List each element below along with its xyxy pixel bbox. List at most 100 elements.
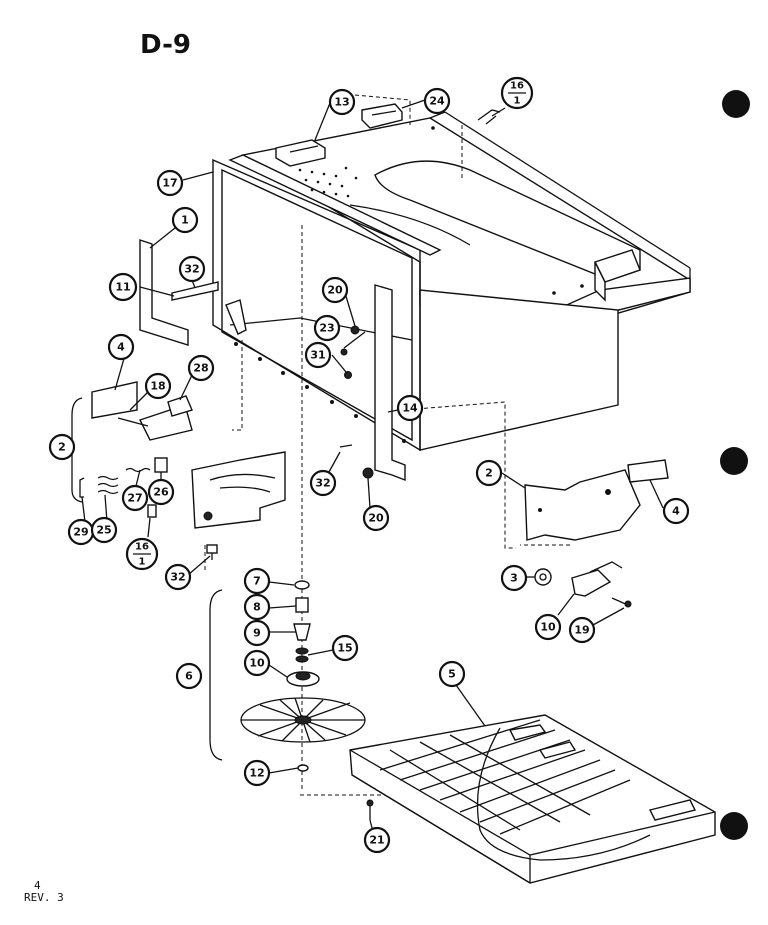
svg-text:8: 8 <box>253 601 261 614</box>
callout-23: 23 <box>313 314 341 342</box>
callout-32-top: 32 <box>178 255 206 283</box>
callout-13: 13 <box>328 88 356 116</box>
callout-12: 12 <box>243 759 271 787</box>
callout-17: 17 <box>156 169 184 197</box>
svg-text:16: 16 <box>135 542 149 553</box>
part-fan-hub-stack <box>286 580 320 687</box>
leader-lines <box>81 99 664 829</box>
callout-15: 15 <box>331 634 359 662</box>
part-side-bracket <box>139 239 189 346</box>
bracket-group-6 <box>209 589 223 761</box>
svg-text:32: 32 <box>315 477 330 490</box>
part-right-switch-plate <box>524 459 669 541</box>
part-fan-blade <box>240 697 366 743</box>
callout-31: 31 <box>304 341 332 369</box>
callout-20-upper: 20 <box>321 276 349 304</box>
svg-text:13: 13 <box>334 96 349 109</box>
binder-hole-top <box>722 90 750 118</box>
svg-text:20: 20 <box>368 512 384 525</box>
part-vertical-strap <box>374 284 406 482</box>
svg-text:21: 21 <box>369 834 384 847</box>
part-terminal-strip <box>361 103 403 129</box>
callout-10-fan: 10 <box>243 649 271 677</box>
svg-text:27: 27 <box>127 492 142 505</box>
svg-text:2: 2 <box>485 467 493 480</box>
svg-text:17: 17 <box>162 177 177 190</box>
part-fan-nut <box>297 764 309 772</box>
callout-32-bottom: 32 <box>164 563 192 591</box>
svg-text:24: 24 <box>429 95 445 108</box>
binder-hole-bottom <box>720 812 748 840</box>
part-drip-tray <box>349 714 716 884</box>
svg-text:31: 31 <box>310 349 325 362</box>
callout-8: 8 <box>243 593 271 621</box>
callout-16-1-top: 16 1 <box>500 76 534 110</box>
svg-text:1: 1 <box>139 557 146 568</box>
callout-2-right: 2 <box>475 459 503 487</box>
svg-text:19: 19 <box>574 624 589 637</box>
callout-20-lower: 20 <box>362 504 390 532</box>
svg-text:28: 28 <box>193 362 208 375</box>
part-left-latch-assembly <box>191 451 286 529</box>
callout-27: 27 <box>121 484 149 512</box>
svg-text:3: 3 <box>510 572 518 585</box>
svg-text:1: 1 <box>514 96 521 107</box>
callout-29: 29 <box>67 518 95 546</box>
svg-text:2: 2 <box>58 441 66 454</box>
svg-text:4: 4 <box>117 341 125 354</box>
callout-25: 25 <box>90 516 118 544</box>
part-connector-block <box>275 139 326 167</box>
callout-3: 3 <box>500 564 528 592</box>
svg-text:32: 32 <box>184 263 199 276</box>
part-microswitch <box>571 561 632 608</box>
callout-1: 1 <box>171 206 199 234</box>
svg-text:15: 15 <box>337 642 352 655</box>
svg-text:9: 9 <box>253 627 261 640</box>
part-knob-inner <box>539 573 547 581</box>
callout-2-left: 2 <box>48 433 76 461</box>
callout-4-left: 4 <box>107 333 135 361</box>
part-left-switch-plate <box>91 381 193 441</box>
page-title: D-9 <box>140 30 191 60</box>
callout-24: 24 <box>423 87 451 115</box>
svg-text:32: 32 <box>170 571 185 584</box>
svg-text:5: 5 <box>448 668 456 681</box>
svg-text:10: 10 <box>540 621 556 634</box>
callout-6: 6 <box>175 662 203 690</box>
svg-text:16: 16 <box>510 81 524 92</box>
part-wire-connector-top <box>477 109 501 125</box>
svg-text:20: 20 <box>327 284 343 297</box>
callout-7: 7 <box>243 567 271 595</box>
callout-26: 26 <box>147 478 175 506</box>
svg-text:12: 12 <box>249 767 264 780</box>
part-mounting-strip <box>171 281 219 301</box>
callout-4-right: 4 <box>662 497 690 525</box>
callout-28: 28 <box>187 354 215 382</box>
svg-text:18: 18 <box>150 380 165 393</box>
page-footer: 4 REV. 3 <box>24 880 64 904</box>
part-tray-screw <box>366 799 374 820</box>
svg-text:26: 26 <box>153 486 169 499</box>
page-number: 4 <box>34 879 41 892</box>
binder-hole-middle <box>720 447 748 475</box>
callout-10-right: 10 <box>534 613 562 641</box>
svg-text:11: 11 <box>115 281 130 294</box>
callout-14: 14 <box>396 394 424 422</box>
callout-16-1-bottom: 16 1 <box>125 537 159 571</box>
svg-text:7: 7 <box>253 575 261 588</box>
strap-fasteners <box>339 325 374 479</box>
callout-19: 19 <box>568 616 596 644</box>
svg-text:6: 6 <box>185 670 193 683</box>
part-knob <box>534 568 552 586</box>
callout-32-middle: 32 <box>309 469 337 497</box>
callout-9: 9 <box>243 619 271 647</box>
callout-5: 5 <box>438 660 466 688</box>
svg-text:29: 29 <box>73 526 88 539</box>
callout-21: 21 <box>363 826 391 854</box>
callout-18-left: 18 <box>144 372 172 400</box>
cabinet-housing <box>212 111 691 452</box>
ventilation-holes <box>298 166 358 198</box>
svg-text:10: 10 <box>249 657 265 670</box>
svg-text:4: 4 <box>672 505 680 518</box>
